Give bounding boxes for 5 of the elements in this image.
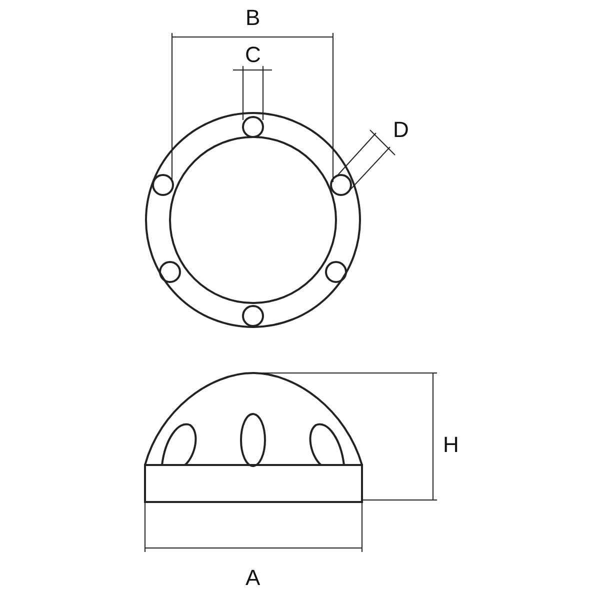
dimension-label: H — [443, 434, 459, 456]
dimension-label: D — [393, 119, 409, 141]
dimension-label: A — [246, 567, 260, 589]
dimension-label: B — [246, 7, 260, 29]
dimension-label: C — [245, 44, 261, 66]
